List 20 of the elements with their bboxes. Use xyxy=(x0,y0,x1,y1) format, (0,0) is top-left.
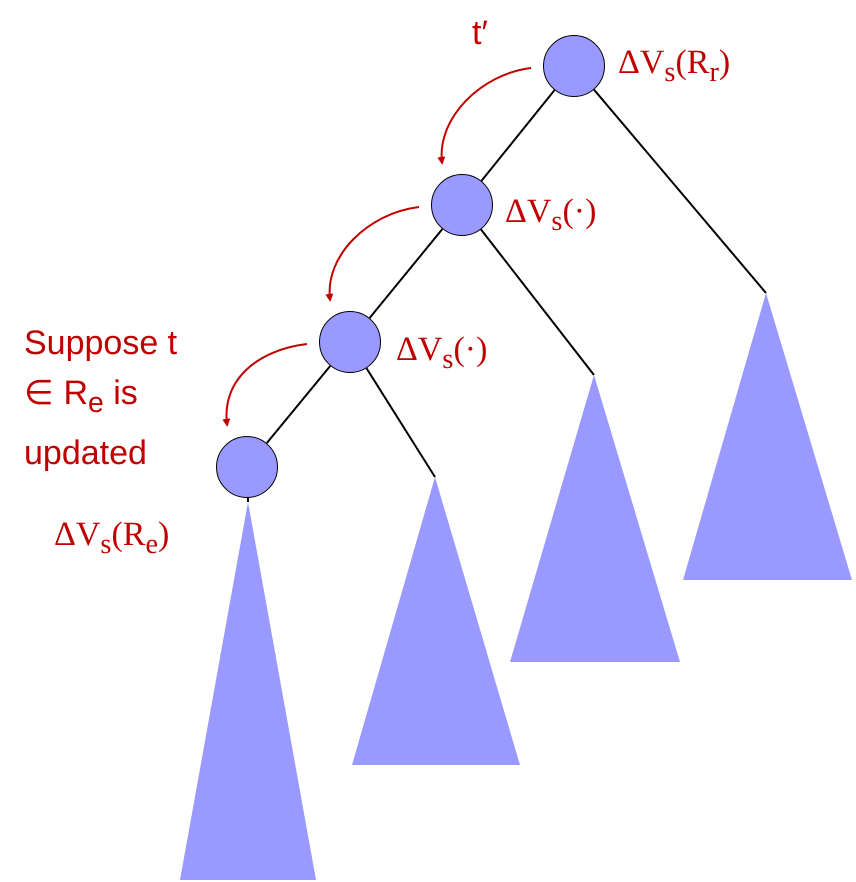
node-label: ΔV$_{s}$(R$_{r}$) xyxy=(618,43,730,90)
curved-arrow xyxy=(326,206,420,302)
annotation-text: ΔV$_{s}$(R$_{e}$) xyxy=(54,515,170,562)
subtree-triangle xyxy=(180,502,316,880)
subtree-triangle xyxy=(683,293,852,580)
tree-branch-line xyxy=(266,365,332,444)
node-label: ΔV$_{s}$(·) xyxy=(505,192,596,239)
curved-arrow xyxy=(222,343,308,427)
tree-branch-line xyxy=(366,368,436,478)
node-label: ΔV$_{s}$(·) xyxy=(396,330,488,377)
subtree-triangle xyxy=(510,375,680,662)
tree-branch-line xyxy=(480,228,595,376)
curved-arrow xyxy=(438,67,532,165)
annotation-text: Suppose t ∈ R$_{e}$ is updated xyxy=(24,323,178,474)
tree-branch-line xyxy=(480,90,556,182)
tree-branch-line xyxy=(246,498,249,502)
tree-branch-line xyxy=(368,228,444,319)
tree-branch-line xyxy=(593,89,767,294)
subtree-triangle xyxy=(352,477,520,765)
annotation-text: t′ xyxy=(472,13,489,54)
